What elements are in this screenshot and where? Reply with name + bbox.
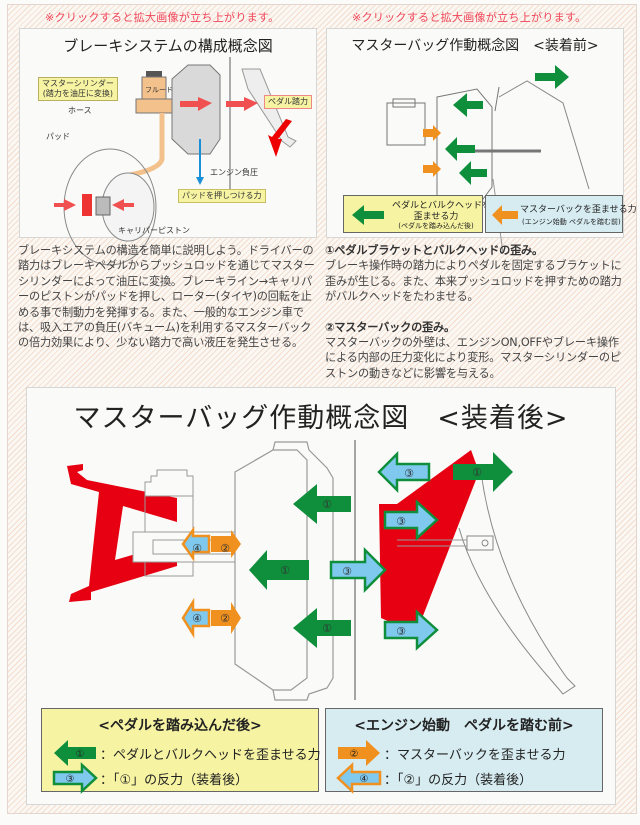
pad-force-arrow-right (112, 199, 134, 211)
hose-label: ホース (68, 106, 92, 115)
after-legend-pedal-title: <ペダルを踏み込んだ後> (98, 718, 262, 734)
pedal-bracket-red (379, 450, 479, 626)
legend-blue-arrow-icon: ③ (52, 762, 98, 794)
after-legend-booster: <エンジン始動 ペダルを踏む前> ② ：マスターバックを歪ませる力 ④ ：「②」… (325, 708, 603, 794)
arrow-two-top (423, 125, 441, 141)
section1-body: ブレーキ操作時の踏力によりペダルを固定するブラケットに歪みが生じる。また、本来プ… (325, 259, 622, 304)
arrow-one-top (535, 65, 569, 89)
pedal-force-label: ペダル踏力 (264, 95, 312, 109)
after-arrows: ① ① ① ① ③ ③ ③ ③ (181, 450, 513, 651)
arrow-four-lower: ④ (181, 597, 211, 639)
arrow-three-top-label: ③ (404, 467, 414, 480)
force-arrow (180, 97, 212, 111)
arrow-three-top: ③ (377, 450, 431, 494)
legend-symbol-one: ① (76, 749, 85, 760)
master-cylinder-label-sub: (踏力を油圧に変換) (42, 89, 114, 98)
booster-body (171, 64, 221, 155)
engine-vacuum-arrow (196, 177, 204, 185)
engine-vacuum-label: エンジン負圧 (210, 168, 258, 177)
arrow-one-rod: ① (249, 550, 309, 590)
arrow-three-lower: ③ (383, 609, 439, 651)
caliper-piston-label: キャリパーピストン (118, 226, 190, 235)
before-legend-pedal: ペダルとバルクヘッドを 歪ませる力 (ペダルを踏み込んだ後) (343, 195, 492, 233)
fluid-label: フルード (145, 86, 173, 94)
arrow-one-upper-label: ① (322, 498, 332, 511)
arrow-three-lower-label: ③ (396, 625, 406, 638)
before-title: マスターバッグ作動概念図 <装着前> (351, 38, 599, 54)
after-legend-pedal: <ペダルを踏み込んだ後> ① ：ペダルとバルクヘッドを歪ませる力 ③ ：「①」の… (41, 708, 321, 794)
arrow-four-upper-label: ④ (192, 542, 202, 555)
after-legend-booster-title: <エンジン始動 ペダルを踏む前> (354, 718, 574, 734)
arrow-two-lower: ② (211, 602, 241, 634)
arrow-four-upper: ④ (181, 526, 211, 562)
after-legend-pedal-item2: ：「①」の反力（装着後） (100, 773, 249, 788)
mount-bracket-red (67, 464, 177, 602)
force-arrow (226, 97, 258, 111)
arrow-three-rod-label: ③ (342, 565, 352, 578)
legend-green-arrow-icon (352, 205, 384, 225)
before-legend-booster: マスターバックを歪ませる力 (エンジン始動 ペダルを踏む前) (485, 195, 637, 233)
brake-system-diagram[interactable]: ブレーキシステムの構成概念図 マスターシリンダー (踏力を油圧に変換) フルード (19, 28, 317, 266)
arrow-one-rod-label: ① (280, 564, 290, 577)
arrow-one-rod (445, 137, 475, 161)
after-legend-pedal-item1: ：ペダルとバルクヘッドを歪ませる力 (100, 748, 321, 763)
arrow-three-rod: ③ (329, 546, 387, 594)
brake-system-description: ブレーキシステムの構造を簡単に説明しよう。ドライバーの踏力はブレーキペダルからプ… (18, 244, 315, 350)
arrow-one-pedal-label: ① (472, 466, 482, 479)
arrow-one-upper: ① (293, 484, 351, 524)
arrow-four-lower-label: ④ (192, 612, 202, 625)
fluid-reservoir-cap (146, 71, 162, 77)
pad-label: パッド (46, 132, 70, 141)
before-legend-pedal-line1: ペダルとバルクヘッドを (392, 201, 492, 211)
before-legend-pedal-sub: (ペダルを踏み込んだ後) (398, 222, 474, 230)
after-legend-booster-item1: ：マスターバックを歪ませる力 (384, 748, 566, 763)
brake-system-title: ブレーキシステムの構成概念図 (63, 37, 273, 55)
pedal-force-arrow (268, 119, 292, 157)
click-note-left: ※クリックすると拡大画像が立ち上がります。 (45, 11, 280, 24)
arrow-two-bottom (423, 161, 441, 177)
master-cylinder (135, 98, 173, 114)
arrow-two-lower-label: ② (220, 612, 230, 625)
section1-heading: ①ペダルブラケットとバルクヘッドの歪み。 (325, 244, 544, 257)
master-cylinder-label-text: マスターシリンダー (42, 79, 114, 88)
arrow-three-upper-label: ③ (396, 515, 406, 528)
arrow-one-lower-label: ① (322, 622, 332, 635)
arrow-one-lower: ① (293, 608, 351, 648)
brake-pedal (458, 471, 576, 695)
legend-symbol-four: ④ (360, 774, 369, 785)
booster-before-diagram[interactable]: マスターバッグ作動概念図 <装着前> ペダルとバルクヘ (326, 28, 637, 254)
legend-orange-arrow-icon (492, 205, 518, 225)
master-cylinder-label: マスターシリンダー (踏力を油圧に変換) (38, 77, 118, 101)
legend-symbol-three: ③ (66, 774, 75, 785)
brake-pad (82, 194, 92, 216)
legend-blue-orange-arrow-icon: ④ (336, 762, 382, 794)
legend-symbol-two: ② (350, 749, 359, 760)
section2-body: マスターバックの外壁は、エンジンON,OFFやブレーキ操作による内部の圧力変化に… (325, 336, 621, 380)
arrow-two-upper: ② (211, 530, 241, 558)
arrow-one-pedal: ① (453, 452, 513, 492)
legend-green-arrow-icon: ① (54, 740, 96, 766)
arrow-one-middle (453, 93, 483, 117)
click-note-right: ※クリックすると拡大画像が立ち上がります。 (352, 11, 587, 24)
after-illustration (67, 440, 576, 701)
section2-heading: ②マスターバックの歪み。 (325, 320, 456, 334)
before-legend-booster-sub: (エンジン始動 ペダルを踏む前) (522, 218, 621, 226)
pad-force-arrow-left (54, 199, 76, 211)
arrow-two-upper-label: ② (220, 542, 230, 555)
distortion-description: ①ペダルブラケットとバルクヘッドの歪み。 ブレーキ操作時の踏力によりペダルを固定… (325, 243, 627, 381)
before-legend-booster-line1: マスターバックを歪ませる力 (520, 205, 637, 215)
caliper-piston (95, 196, 111, 216)
after-legend-booster-item2: ：「②」の反力（装着後） (384, 773, 533, 788)
arrow-three-upper: ③ (383, 499, 439, 541)
arrow-one-bottom (459, 161, 487, 185)
before-legend-pedal-line2: 歪ませる力 (413, 212, 459, 222)
legend-orange-arrow-icon: ② (338, 740, 380, 766)
pad-press-force-label: パッドを押しつける力 (178, 189, 266, 203)
pedal-clevis (466, 535, 494, 551)
after-title: マスターバッグ作動概念図 <装着後> (73, 403, 569, 434)
booster-after-diagram[interactable]: マスターバッグ作動概念図 <装着後> ① ① (26, 387, 616, 805)
